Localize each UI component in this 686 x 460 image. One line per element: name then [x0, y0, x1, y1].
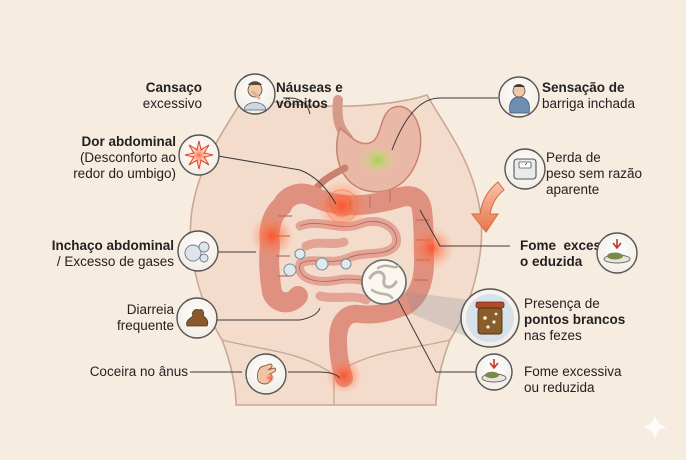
scale-icon [504, 148, 546, 190]
sparkle-icon [642, 414, 668, 440]
weight-loss-line2: peso sem razão [546, 166, 643, 181]
tired-person-icon [234, 73, 276, 115]
gas-bubbles-icon [177, 230, 219, 272]
food-plate-icon [596, 232, 638, 274]
abdominal-pain-line3: redor do umbigo) [73, 166, 176, 181]
stomach [308, 95, 422, 200]
hunger-top-line2: o eduzida [520, 254, 583, 269]
abdominal-swelling-label: Inchaço abdominal / Excesso de gases [30, 238, 174, 270]
hunger-bottom-line2: ou reduzida [524, 380, 595, 395]
hunger-bottom-line1: Fome excessiva [524, 364, 622, 379]
worm-magnifier [361, 259, 407, 305]
weight-loss-line1: Perda de [546, 150, 601, 165]
abdominal-pain-label: Dor abdominal (Desconforto ao redor do u… [54, 134, 176, 182]
diarrhea-label: Diarreia frequente [84, 302, 174, 334]
pain-burst-icon [178, 134, 220, 176]
leader-lines [190, 97, 510, 379]
weight-loss-arrow [470, 181, 505, 233]
stool-sample-jar-icon [460, 288, 520, 348]
tiredness-line2: excessivo [142, 96, 202, 111]
nausea-line1: Náuseas e [276, 80, 343, 95]
bloated-line2: barriga inchada [542, 96, 636, 111]
abdominal-pain-line1: Dor abdominal [81, 134, 176, 149]
white-spots-label: Presença de pontos brancos nas fezes [524, 296, 644, 344]
diarrhea-line2: frequente [116, 318, 174, 333]
hunger-bottom-label: Fome excessiva ou reduzida [524, 364, 644, 396]
nausea-label: Náuseas e vômitos [276, 80, 366, 112]
sample-callout-shade [406, 292, 470, 338]
nausea-line2: vômitos [276, 96, 328, 111]
white-spots-line2: pontos brancos [524, 312, 626, 327]
bloated-person-icon [498, 76, 540, 118]
bloated-line1: Sensação de [542, 80, 625, 95]
abdominal-pain-line2: (Desconforto ao [79, 150, 176, 165]
tiredness-line1: Cansaço [145, 80, 202, 95]
tiredness-label: Cansaço excessivo [94, 80, 202, 112]
stool-icon [176, 297, 218, 339]
white-spots-line1: Presença de [524, 296, 600, 311]
hunger-top-label: Fome exces o eduzida [520, 238, 610, 270]
weight-loss-label: Perda de peso sem razão aparente [546, 150, 656, 198]
itching-label: Coceira no ânus [60, 364, 188, 380]
white-spots-line3: nas fezes [524, 328, 582, 343]
hunger-top-line1: Fome exces [520, 238, 602, 253]
diarrhea-line1: Diarreia [126, 302, 174, 317]
food-plate-icon [475, 353, 513, 391]
gas-bubbles [283, 248, 352, 277]
itching-line1: Coceira no ânus [89, 364, 188, 379]
weight-loss-line3: aparente [546, 182, 600, 197]
abdominal-swelling-line1: Inchaço abdominal [51, 238, 174, 253]
bloated-label: Sensação de barriga inchada [542, 80, 672, 112]
abdominal-swelling-line2: / Excesso de gases [56, 254, 174, 269]
scratching-hand-icon [245, 353, 287, 395]
